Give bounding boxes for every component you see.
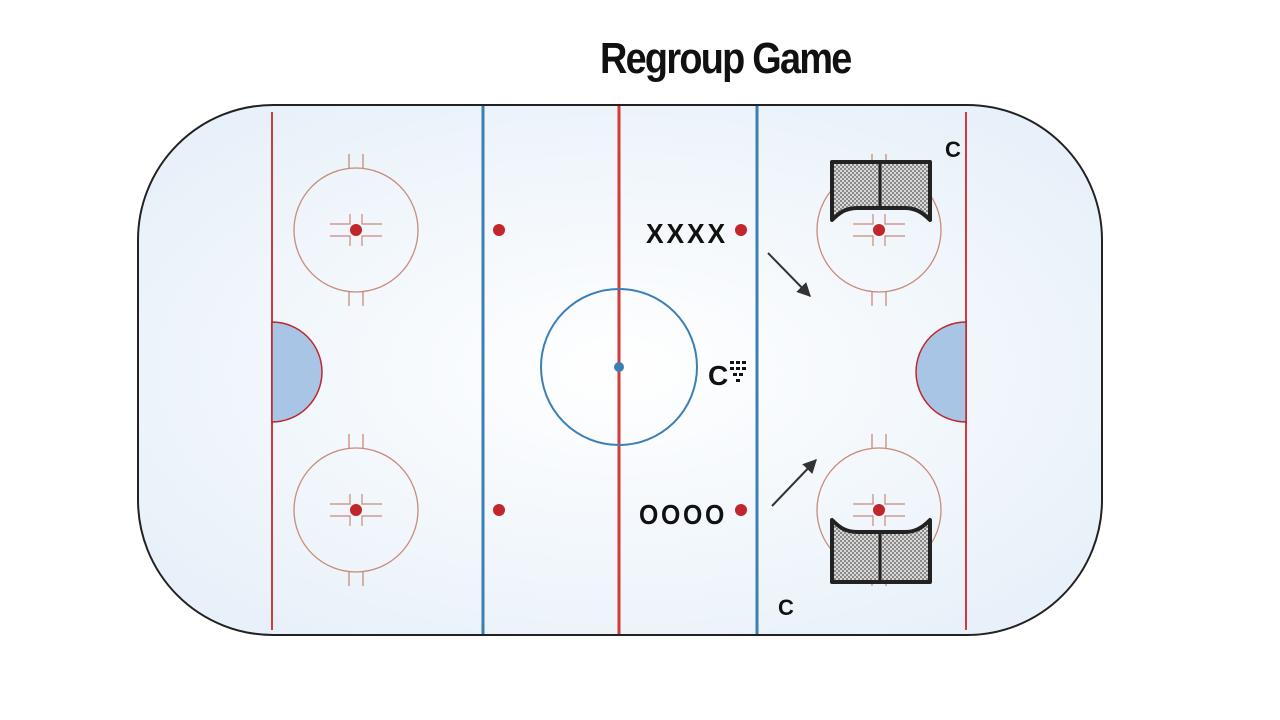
- page-title: Regroup Game: [600, 34, 852, 83]
- center-faceoff-circle: [540, 288, 698, 446]
- goal-crease-left: [271, 321, 323, 423]
- arrow-icon: [767, 252, 811, 298]
- faceoff-circle-left-bottom: [293, 434, 419, 586]
- hockey-net-icon: [830, 160, 932, 222]
- neutral-dot-left-bottom: [493, 504, 505, 516]
- neutral-dot-right-top: [735, 224, 747, 236]
- neutral-dot-left-top: [493, 224, 505, 236]
- hockey-net-icon: [830, 518, 932, 584]
- coach-center-label: C: [708, 360, 728, 391]
- coach-bottom-label: C: [778, 595, 794, 620]
- coach-top-label: C: [945, 137, 961, 162]
- o-group-label: OOOO: [639, 499, 727, 530]
- puck-pile-icon: [730, 361, 746, 382]
- center-faceoff-dot: [614, 362, 624, 372]
- faceoff-circle-left-top: [293, 154, 419, 306]
- faceoff-circle-right-top: [816, 154, 942, 306]
- arrow-icon: [771, 458, 817, 507]
- x-group-label: XXXX: [646, 218, 728, 249]
- neutral-dot-right-bottom: [735, 504, 747, 516]
- goal-crease-right: [915, 321, 967, 423]
